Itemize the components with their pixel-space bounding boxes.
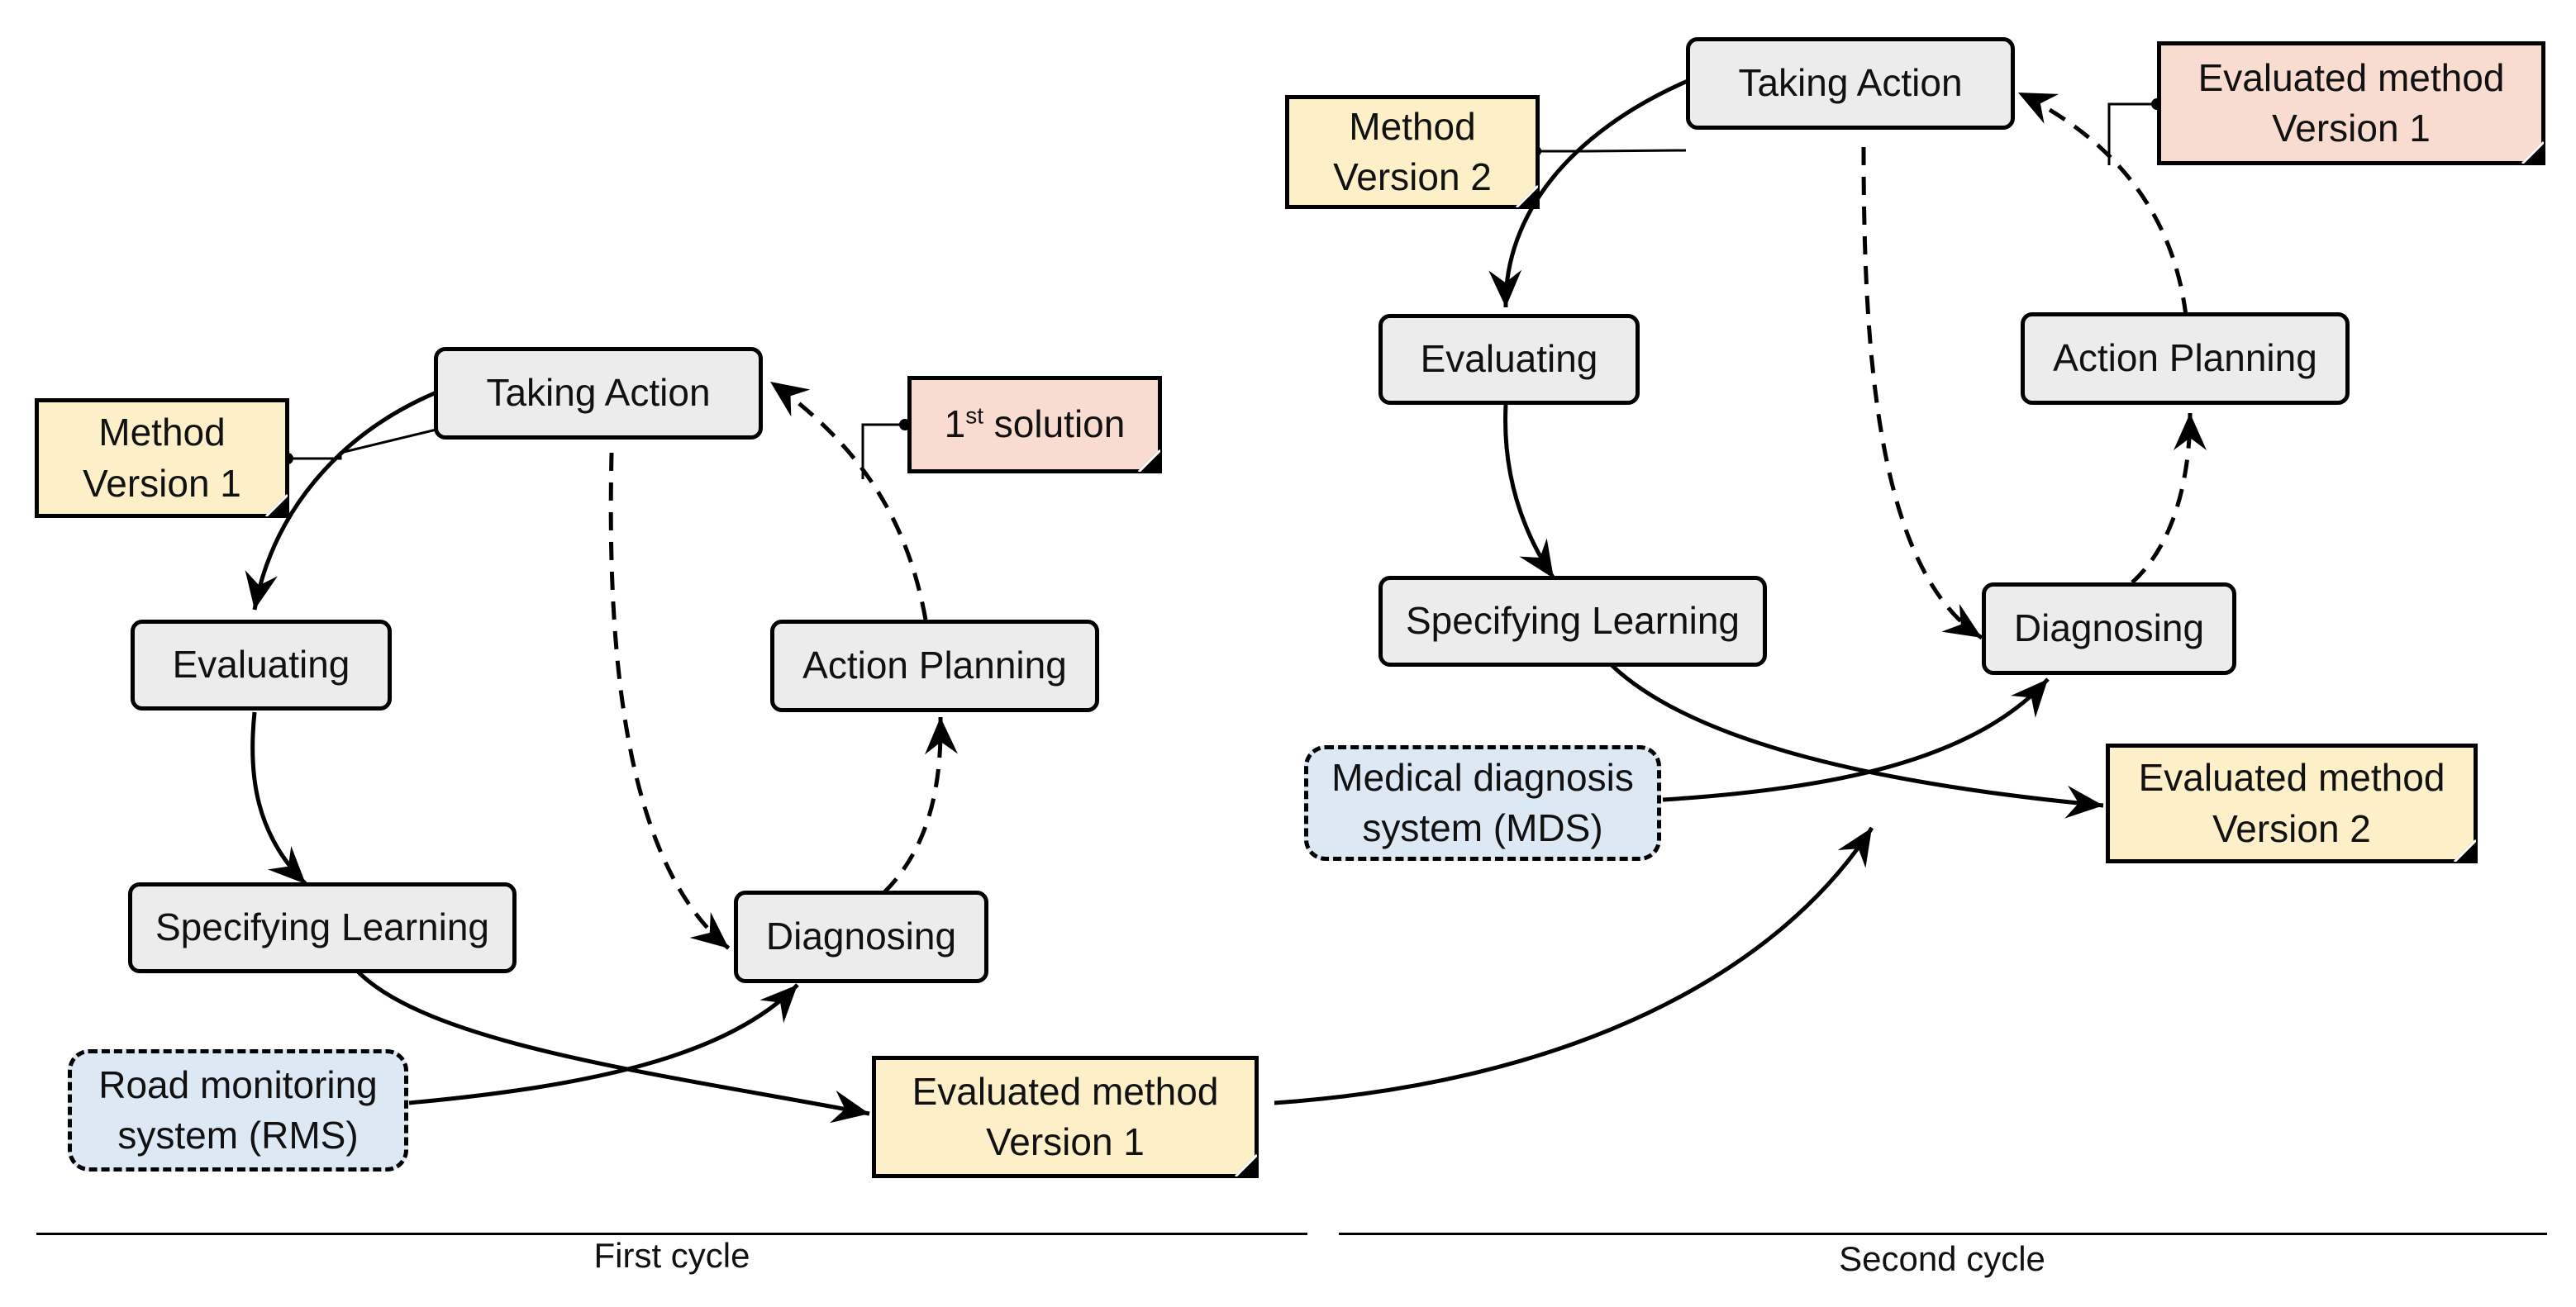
arrow-taking-action-to-diagnosing-1 bbox=[608, 452, 731, 950]
arrow-specifying-to-evaluated-method-2 bbox=[1610, 663, 2104, 819]
arrow-mds-to-diagnosing-2 bbox=[1662, 677, 2050, 802]
second-input-line-1: Evaluated method bbox=[2197, 55, 2505, 99]
first-evaluating-label: Evaluating bbox=[172, 643, 350, 687]
first-specifying-learning-label: Specifying Learning bbox=[155, 905, 490, 949]
rms-text: Road monitoring system (RMS) bbox=[98, 1060, 378, 1161]
second-evaluated-line-1: Evaluated method bbox=[2138, 756, 2445, 800]
first-cycle-rule bbox=[36, 1233, 1307, 1235]
arrow-evaluating-to-specifying-1 bbox=[250, 711, 307, 886]
second-cycle-label: Second cycle bbox=[1839, 1239, 2045, 1278]
road-monitoring-system-box: Road monitoring system (RMS) bbox=[68, 1049, 408, 1172]
first-evaluated-method-note: Evaluated method Version 1 bbox=[872, 1056, 1259, 1178]
arrow-evaluated-method-1-to-second-cycle bbox=[1274, 826, 1874, 1105]
arrow-action-planning-to-taking-action-2 bbox=[2017, 90, 2188, 316]
first-diagnosing-label: Diagnosing bbox=[765, 915, 957, 958]
second-evaluated-line-2: Version 2 bbox=[2212, 806, 2371, 850]
page-curl-icon bbox=[1234, 1153, 1257, 1176]
first-method-note: Method Version 1 bbox=[35, 398, 289, 518]
second-method-note-text: Method Version 2 bbox=[1333, 102, 1492, 202]
solution-ordinal: 1 bbox=[944, 402, 966, 446]
first-solution-note-text: 1st solution bbox=[945, 399, 1126, 449]
first-taking-action-box: Taking Action bbox=[434, 347, 763, 440]
input-note-attachment bbox=[2107, 102, 2157, 165]
mds-text: Medical diagnosis system (MDS) bbox=[1331, 753, 1634, 853]
rms-line-1: Road monitoring bbox=[98, 1062, 378, 1106]
medical-diagnosis-system-box: Medical diagnosis system (MDS) bbox=[1304, 745, 1661, 861]
first-solution-note: 1st solution bbox=[907, 376, 1162, 473]
arrow-rms-to-diagnosing-1 bbox=[408, 983, 799, 1105]
second-taking-action-box: Taking Action bbox=[1686, 37, 2015, 130]
second-diagnosing-box: Diagnosing bbox=[1982, 582, 2236, 675]
second-input-line-2: Version 1 bbox=[2272, 107, 2431, 150]
solution-attachment bbox=[861, 423, 905, 479]
page-curl-icon bbox=[1137, 449, 1160, 472]
method-v1-attachment bbox=[288, 428, 437, 460]
first-method-note-text: Method Version 1 bbox=[83, 407, 241, 508]
second-input-note-text: Evaluated method Version 1 bbox=[2198, 53, 2505, 154]
first-method-line-1: Method bbox=[98, 411, 226, 454]
second-evaluating-box: Evaluating bbox=[1378, 314, 1640, 405]
second-cycle-rule bbox=[1339, 1233, 2547, 1235]
arrow-evaluating-to-specifying-2 bbox=[1503, 404, 1556, 580]
second-action-planning-box: Action Planning bbox=[2021, 312, 2350, 405]
mds-line-1: Medical diagnosis bbox=[1331, 755, 1634, 799]
solution-ordinal-suffix: st bbox=[965, 403, 984, 430]
arrow-taking-action-to-diagnosing-2 bbox=[1861, 146, 1983, 640]
second-input-note: Evaluated method Version 1 bbox=[2157, 41, 2545, 165]
solution-word: solution bbox=[983, 402, 1126, 446]
page-curl-icon bbox=[1515, 184, 1538, 207]
arrow-taking-action-to-evaluating-1 bbox=[245, 390, 437, 611]
second-action-planning-label: Action Planning bbox=[2053, 336, 2317, 380]
first-diagnosing-box: Diagnosing bbox=[734, 891, 988, 983]
arrow-action-planning-to-taking-action-1 bbox=[769, 379, 928, 620]
arrow-diagnosing-to-action-planning-1 bbox=[883, 716, 958, 894]
rms-line-2: system (RMS) bbox=[117, 1114, 359, 1157]
first-evaluated-note-text: Evaluated method Version 1 bbox=[912, 1067, 1219, 1167]
first-action-planning-box: Action Planning bbox=[770, 620, 1099, 712]
arrow-taking-action-to-evaluating-2 bbox=[1488, 78, 1689, 308]
first-action-planning-label: Action Planning bbox=[802, 644, 1067, 687]
second-specifying-learning-box: Specifying Learning bbox=[1378, 576, 1767, 667]
first-evaluated-line-2: Version 1 bbox=[986, 1120, 1145, 1163]
page-curl-icon bbox=[2521, 140, 2544, 164]
second-specifying-learning-label: Specifying Learning bbox=[1405, 599, 1740, 643]
first-evaluating-box: Evaluating bbox=[131, 620, 392, 711]
second-taking-action-label: Taking Action bbox=[1738, 61, 1963, 105]
first-taking-action-label: Taking Action bbox=[486, 371, 711, 415]
first-specifying-learning-box: Specifying Learning bbox=[128, 882, 517, 973]
arrow-specifying-to-evaluated-method-1 bbox=[355, 969, 870, 1124]
method-v2-attachment bbox=[1536, 149, 1687, 153]
second-evaluating-label: Evaluating bbox=[1420, 337, 1598, 381]
first-evaluated-line-1: Evaluated method bbox=[912, 1069, 1219, 1113]
second-method-line-1: Method bbox=[1349, 104, 1476, 148]
mds-line-2: system (MDS) bbox=[1362, 806, 1603, 849]
first-cycle-label: First cycle bbox=[593, 1236, 750, 1275]
page-curl-icon bbox=[2453, 839, 2476, 862]
page-curl-icon bbox=[264, 493, 288, 516]
arrow-diagnosing-to-action-planning-2 bbox=[2131, 412, 2207, 584]
first-method-line-2: Version 1 bbox=[83, 461, 241, 505]
second-method-line-2: Version 2 bbox=[1333, 155, 1492, 198]
second-evaluated-method-note: Evaluated method Version 2 bbox=[2106, 744, 2478, 863]
second-method-note: Method Version 2 bbox=[1285, 95, 1540, 209]
second-diagnosing-label: Diagnosing bbox=[2013, 606, 2205, 650]
second-evaluated-note-text: Evaluated method Version 2 bbox=[2139, 753, 2445, 853]
